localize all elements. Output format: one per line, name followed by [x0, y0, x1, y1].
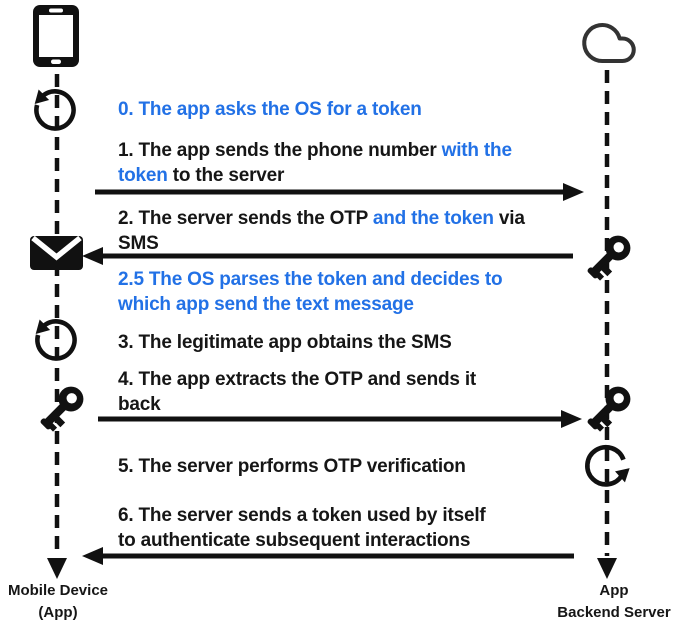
refresh-ccw-icon	[35, 319, 77, 361]
arrow-step6-head	[82, 547, 103, 565]
step-1-label: 1. The app sends the phone number with t…	[118, 138, 512, 188]
actor-server-line-1: App	[599, 582, 629, 599]
step-2-5-label: 2.5 The OS parses the token and decides …	[118, 267, 503, 317]
step-4-line-1: 4. The app extracts the OTP and sends it	[118, 369, 477, 390]
cloud-icon	[582, 22, 636, 64]
step-5-label: 5. The server performs OTP verification	[118, 454, 466, 479]
arrow-step2-head	[82, 247, 103, 265]
arrow-step1-head	[563, 183, 584, 201]
step-0-label: 0. The app asks the OS for a token	[118, 97, 422, 122]
actor-mobile-line-2: (App)	[38, 604, 78, 621]
actor-label-mobile: Mobile Device (App)	[0, 580, 116, 624]
arrow-step4-head	[561, 410, 582, 428]
lifeline-server-arrowhead	[597, 558, 617, 579]
lifeline-mobile-arrowhead	[47, 558, 67, 579]
step-1-line-2: token to the server	[118, 165, 285, 186]
step-0-line-1: 0. The app asks the OS for a token	[118, 99, 422, 120]
key-icon	[587, 235, 631, 281]
step-2-line-2: SMS	[118, 233, 159, 254]
key-icon	[587, 386, 631, 432]
actor-server-line-2: Backend Server	[557, 604, 671, 621]
refresh-ccw-icon	[34, 89, 76, 131]
key-icon	[40, 386, 84, 432]
inbox-envelope-icon	[30, 235, 83, 270]
refresh-cw-icon	[585, 444, 630, 487]
smartphone-icon	[33, 5, 79, 67]
step-4-line-2: back	[118, 394, 161, 415]
step-2-5-line-1: 2.5 The OS parses the token and decides …	[118, 269, 503, 290]
step-3-label: 3. The legitimate app obtains the SMS	[118, 330, 452, 355]
step-5-line-1: 5. The server performs OTP verification	[118, 456, 466, 477]
step-4-label: 4. The app extracts the OTP and sends it…	[118, 367, 476, 417]
step-2-label: 2. The server sends the OTP and the toke…	[118, 206, 525, 256]
step-1-line-1: 1. The app sends the phone number with t…	[118, 140, 512, 161]
actor-mobile-line-1: Mobile Device	[7, 582, 109, 599]
step-6-line-2: to authenticate subsequent interactions	[118, 530, 471, 551]
step-6-line-1: 6. The server sends a token used by itse…	[118, 505, 486, 526]
step-2-line-1: 2. The server sends the OTP and the toke…	[118, 208, 525, 229]
actor-label-server: App Backend Server	[535, 580, 677, 624]
step-6-label: 6. The server sends a token used by itse…	[118, 503, 486, 553]
step-3-line-1: 3. The legitimate app obtains the SMS	[118, 332, 452, 353]
step-2-5-line-2: which app send the text message	[118, 294, 414, 315]
